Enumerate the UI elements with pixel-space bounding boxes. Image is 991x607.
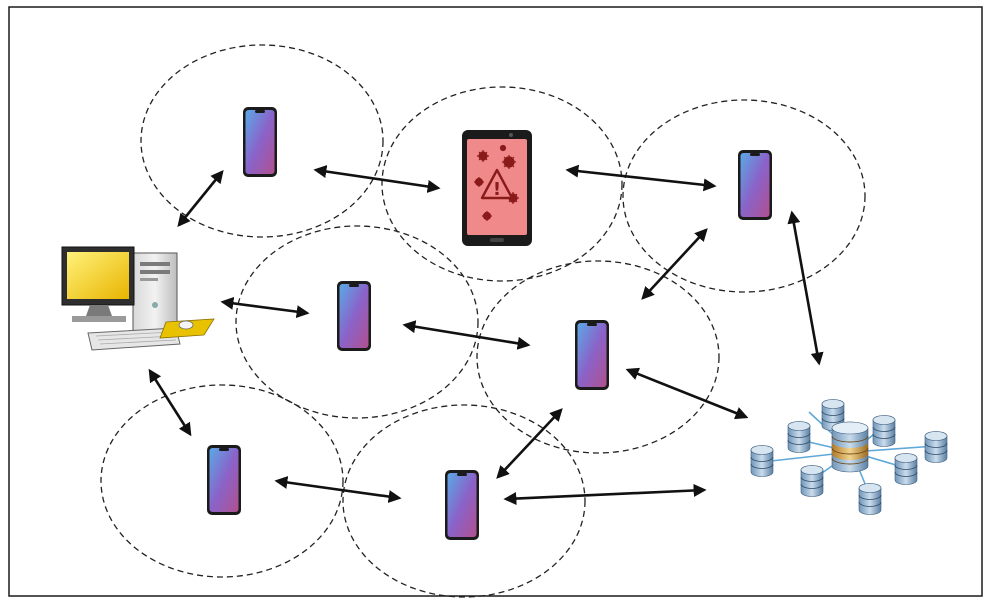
link-arrow bbox=[641, 228, 708, 300]
smartphone-icon bbox=[445, 470, 479, 540]
database-icon bbox=[750, 445, 774, 477]
zone-circle bbox=[622, 99, 866, 293]
central-server-icon bbox=[831, 421, 869, 473]
database-icon bbox=[800, 465, 824, 497]
link-arrow bbox=[503, 483, 707, 506]
smartphone-icon bbox=[575, 320, 609, 390]
link-arrow bbox=[148, 368, 192, 437]
svg-text:!: ! bbox=[493, 179, 501, 200]
link-arrow bbox=[274, 475, 402, 504]
infected-phone-icon: ! bbox=[462, 130, 532, 246]
database-cluster-icon bbox=[750, 399, 948, 515]
database-icon bbox=[787, 421, 811, 453]
smartphone-icon bbox=[738, 150, 772, 220]
database-icon bbox=[858, 483, 882, 515]
database-icon bbox=[894, 453, 918, 485]
link-arrow bbox=[496, 408, 563, 479]
link-arrow bbox=[313, 165, 441, 193]
zone-circle bbox=[476, 260, 720, 454]
link-arrow bbox=[787, 210, 824, 366]
zone-circle bbox=[140, 44, 384, 238]
smartphone-icon bbox=[243, 107, 277, 177]
database-icon bbox=[924, 431, 948, 463]
warning-icon: ! bbox=[480, 168, 514, 200]
link-arrow bbox=[565, 164, 717, 192]
smartphone-icon bbox=[207, 445, 241, 515]
link-arrow bbox=[625, 367, 749, 420]
link-arrow bbox=[220, 296, 310, 319]
link-arrow bbox=[177, 169, 224, 228]
smartphone-icon bbox=[337, 281, 371, 351]
link-arrow bbox=[402, 320, 531, 350]
desktop-computer-icon bbox=[61, 246, 215, 351]
database-icon bbox=[872, 415, 896, 447]
